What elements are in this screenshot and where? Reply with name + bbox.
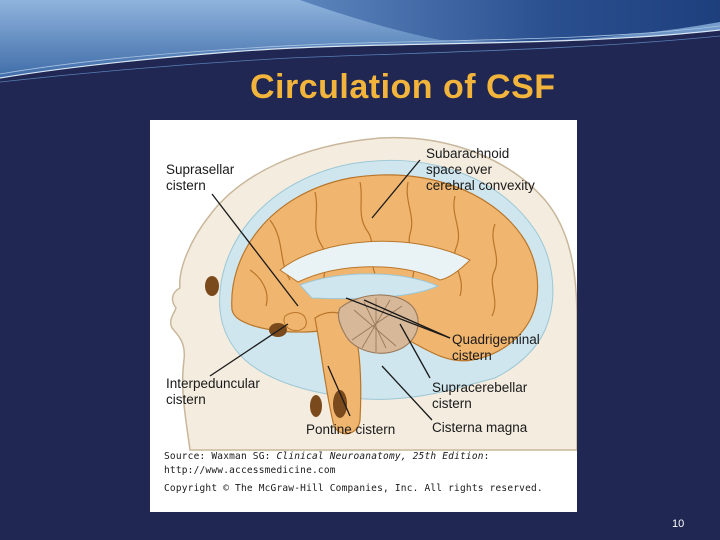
copyright-notice: Copyright © The McGraw-Hill Companies, I… [164, 482, 543, 496]
label-supracerebellar-line2: cistern [432, 396, 472, 412]
label-pontine-cistern: Pontine cistern [306, 422, 395, 438]
label-suprasellar-line2: cistern [166, 178, 206, 194]
label-subarachnoid-line2: space over [426, 162, 492, 178]
label-interpeduncular-line2: cistern [166, 392, 206, 408]
label-interpeduncular-line1: Interpeduncular [166, 376, 260, 392]
slide-title: Circulation of CSF [250, 68, 556, 107]
label-quadrigeminal-line1: Quadrigeminal [452, 332, 540, 348]
source-suffix: : [484, 451, 490, 462]
source-prefix: Source: Waxman SG: [164, 451, 276, 462]
label-supracerebellar-line1: Supracerebellar [432, 380, 527, 396]
source-book-title: Clinical Neuroanatomy, 25th Edition [276, 451, 483, 462]
label-subarachnoid-line3: cerebral convexity [426, 178, 535, 194]
label-quadrigeminal-line2: cistern [452, 348, 492, 364]
page-number: 10 [672, 518, 684, 530]
source-citation: Source: Waxman SG: Clinical Neuroanatomy… [164, 450, 490, 464]
csf-anatomy-figure: Suprasellar cistern Subarachnoid space o… [150, 120, 577, 512]
label-subarachnoid-line1: Subarachnoid [426, 146, 509, 162]
source-url: http://www.accessmedicine.com [164, 464, 336, 478]
label-suprasellar-line1: Suprasellar [166, 162, 234, 178]
label-cisterna-magna: Cisterna magna [432, 420, 527, 436]
